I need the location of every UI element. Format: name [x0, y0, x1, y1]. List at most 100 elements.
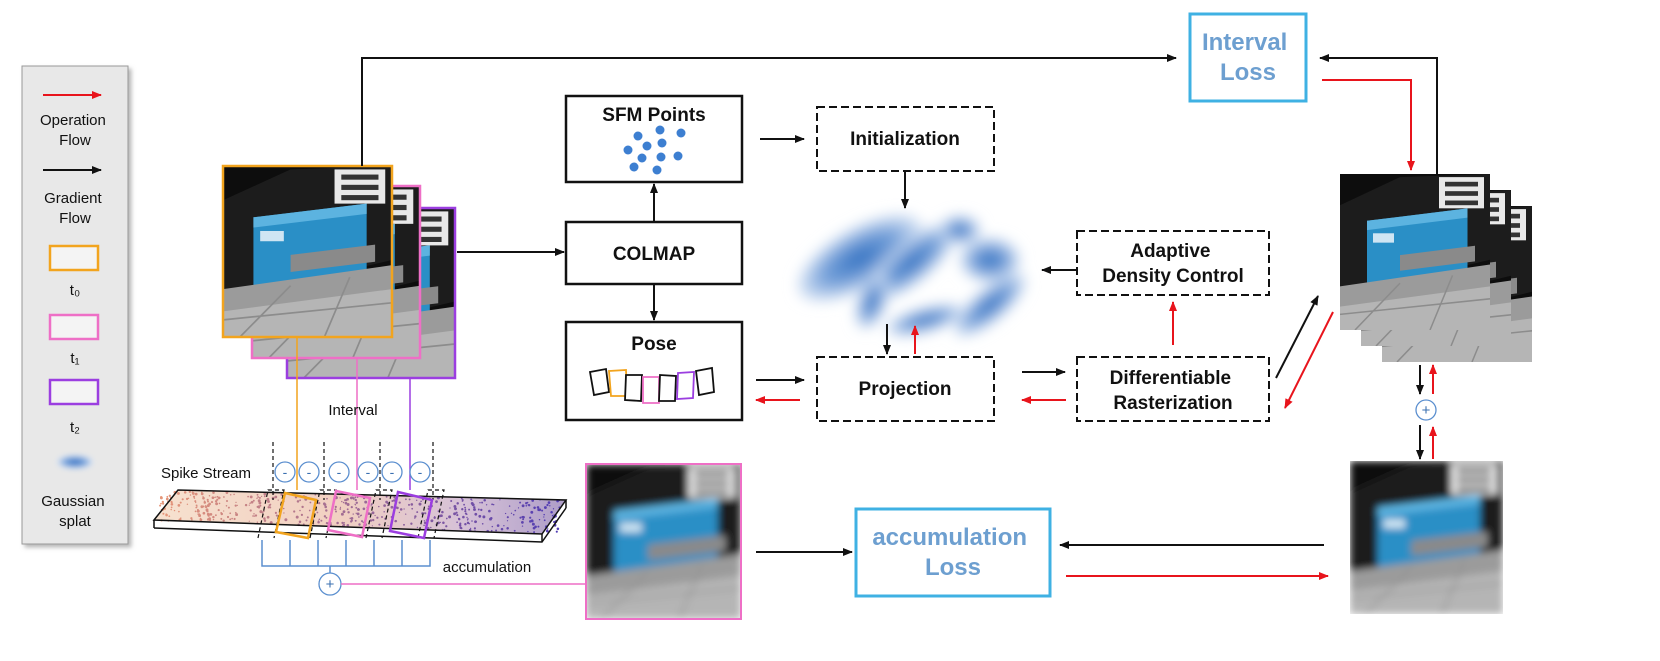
spike-dot	[473, 508, 476, 511]
spike-dot	[368, 513, 370, 516]
spike-dot	[491, 525, 494, 528]
spike-stream-label: Spike Stream	[161, 465, 251, 482]
spike-dot	[336, 521, 339, 525]
spike-dot	[207, 500, 209, 503]
projection-box: Projection	[816, 356, 995, 422]
spike-dot	[470, 498, 472, 501]
spike-dot	[229, 494, 232, 496]
spike-dot	[426, 527, 430, 530]
spike-dot	[170, 502, 174, 506]
spike-dot	[463, 503, 466, 506]
spike-dot	[220, 517, 223, 520]
spike-dot	[553, 520, 556, 524]
spike-dot	[266, 497, 270, 501]
spike-dot	[170, 506, 173, 509]
spike-dot	[369, 519, 373, 522]
spike-dot	[200, 492, 204, 496]
spike-dot	[456, 514, 459, 517]
spike-dot	[330, 522, 332, 524]
spike-dot	[354, 519, 357, 522]
spike-dot	[244, 503, 248, 507]
spike-dot	[454, 507, 457, 511]
spike-dot	[408, 503, 410, 506]
legend-t0: t₀	[70, 282, 80, 299]
spike-dot	[547, 501, 551, 504]
spike-dot	[436, 497, 439, 500]
spike-dot	[396, 506, 399, 510]
spike-dot	[179, 501, 182, 504]
spike-dot	[514, 509, 517, 512]
spike-dot	[233, 493, 235, 496]
spike-dot	[249, 509, 252, 512]
spike-dot	[218, 502, 221, 505]
spike-dot	[220, 511, 223, 514]
spike-dot	[254, 514, 258, 517]
spike-dot	[461, 508, 464, 511]
spike-dot	[449, 507, 451, 509]
spike-dot	[342, 523, 346, 526]
spike-dot	[341, 521, 344, 525]
plus-circle-icon	[1415, 399, 1437, 421]
t0-frame-icon	[48, 244, 100, 272]
spike-dot	[549, 505, 551, 507]
spike-dot	[212, 491, 215, 494]
spike-dot	[362, 507, 366, 511]
spike-dot	[305, 519, 308, 522]
spike-dot	[296, 500, 300, 503]
spike-dot	[170, 508, 172, 511]
spike-dot	[357, 508, 360, 511]
spike-dot	[441, 510, 444, 514]
spike-dot	[439, 521, 441, 524]
spike-dot	[229, 512, 232, 515]
spike-dot	[352, 497, 355, 500]
spike-dot	[490, 529, 493, 532]
spike-dot	[320, 519, 323, 522]
spike-dot	[358, 523, 361, 526]
spike-dot	[193, 497, 196, 499]
spike-dot	[215, 496, 217, 498]
spike-dot	[459, 526, 462, 529]
spike-dot	[234, 511, 237, 514]
spike-dot	[456, 502, 459, 505]
spike-dot	[349, 496, 353, 500]
spike-dot	[485, 504, 488, 506]
spike-dot	[531, 522, 535, 526]
spike-dot	[481, 501, 484, 504]
frame-t0	[221, 164, 394, 339]
spike-dot	[427, 505, 430, 507]
interval-label: Interval	[328, 402, 377, 419]
spike-dot	[194, 500, 197, 503]
spike-dot	[555, 530, 558, 533]
spike-dot	[326, 497, 328, 500]
spike-dot	[267, 500, 270, 503]
spike-dot	[318, 501, 321, 505]
spike-dot	[543, 519, 546, 522]
spike-dot	[538, 518, 541, 521]
spike-dot	[416, 511, 419, 514]
spike-dot	[527, 530, 529, 533]
spike-dot	[423, 520, 426, 522]
spike-dot	[345, 498, 348, 502]
t1-frame-icon	[48, 313, 100, 341]
spike-dot	[165, 497, 169, 501]
spike-dot	[349, 517, 352, 520]
rendered-frames	[1340, 174, 1532, 362]
spike-dot	[491, 503, 494, 506]
spike-dot	[350, 516, 354, 520]
svg-text:Projection: Projection	[859, 379, 952, 400]
spike-dot	[249, 495, 253, 499]
spike-dot	[170, 501, 173, 504]
spike-dot	[521, 525, 524, 527]
spike-dot	[464, 506, 466, 509]
spike-dot	[301, 505, 304, 509]
spike-dot	[226, 515, 230, 519]
spike-dot	[529, 520, 532, 523]
spike-dot	[398, 511, 401, 514]
spike-dot	[503, 525, 505, 527]
spike-dot	[256, 497, 258, 500]
spike-dot	[521, 504, 525, 508]
spike-dot	[263, 492, 267, 496]
spike-dot	[217, 496, 221, 500]
t2-frame-icon	[48, 378, 100, 406]
spike-dot	[341, 500, 343, 503]
